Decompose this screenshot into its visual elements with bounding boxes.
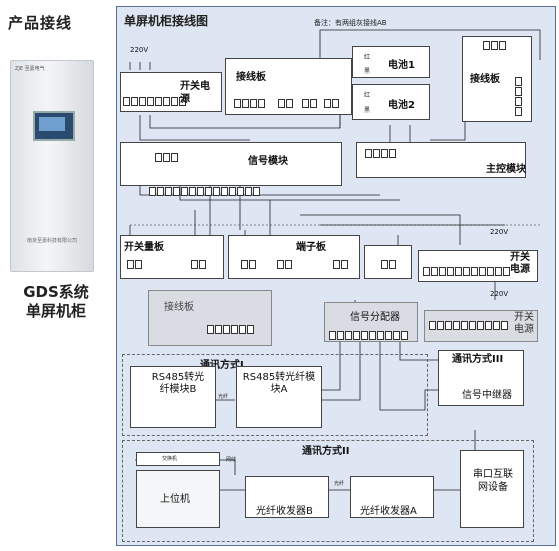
terminal-board-right: [462, 36, 532, 122]
switch-power-mid-label: 开关电源: [510, 252, 530, 275]
page-heading: 产品接线: [8, 14, 73, 32]
fiber-transceiver-b: [245, 476, 329, 518]
comm-mode-1-region: [122, 354, 428, 436]
switch-power-mid: [418, 250, 538, 282]
voltage-label-right: 220V: [490, 290, 509, 298]
comm-mode-2-region: [122, 440, 534, 542]
serial-server-label: 串口互联网设备: [473, 469, 513, 493]
switch-board-label: 开关量板: [124, 242, 164, 253]
terminal-board-top-label: 接线板: [236, 72, 266, 83]
battery-1-black-label: 黑: [364, 68, 371, 75]
cabinet-image: ZJE 至嘉电气 南京至嘉科技有限公司: [10, 60, 94, 272]
fiber-transceiver-a-label: 光纤收发器A: [360, 506, 417, 517]
terminal-strip: [228, 235, 360, 279]
signal-repeater-label: 信号中继器: [462, 390, 512, 401]
battery-2-label: 电池2: [388, 100, 415, 111]
rs485-module-b-label: RS485转光纤模块B: [151, 372, 205, 395]
voltage-label-top: 220V: [130, 46, 149, 54]
rs485-module-b: [130, 366, 216, 428]
network-cable-label: 网线: [226, 457, 237, 463]
comm-mode-1-label: 通讯方式I: [200, 360, 244, 371]
switch-power-right: [424, 310, 538, 342]
host-pc: [136, 470, 220, 528]
switch-label: 交换机: [162, 456, 178, 462]
diagram-note: 备注：有两组灰接线AB: [314, 19, 387, 27]
battery-2-red-label: 红: [364, 92, 371, 99]
fiber-label-2: 光纤: [334, 481, 345, 487]
switch-power-right-label: 开关电源: [514, 312, 534, 335]
rs485-module-a: [236, 366, 322, 428]
fiber-label-1: 光纤: [218, 394, 229, 400]
system-label: GDS系统 单屏机柜: [10, 283, 102, 321]
comm-mode-2-label: 通讯方式II: [302, 446, 350, 457]
battery-1-red-label: 红: [364, 54, 371, 61]
fiber-transceiver-a: [350, 476, 434, 518]
switch-board: [120, 235, 224, 279]
cabinet-screen: [33, 111, 75, 141]
cabinet-footer-text: 南京至嘉科技有限公司: [26, 238, 77, 244]
host-pc-label: 上位机: [160, 494, 190, 505]
main-control-label: 主控模块: [486, 164, 526, 175]
voltage-label-mid: 220V: [490, 228, 509, 236]
system-label-line2: 单屏机柜: [25, 302, 86, 320]
terminal-board-right-label: 接线板: [470, 74, 500, 85]
main-control-module: [356, 142, 526, 178]
serial-server: [460, 450, 524, 528]
switch-power-top-label: 开关电源: [180, 81, 210, 105]
comm-mode-3-region: [438, 350, 524, 406]
signal-distributor-label: 信号分配器: [350, 312, 400, 323]
switch-power-top-terminals: [123, 97, 186, 106]
terminal-strip-24v: [364, 245, 412, 279]
signal-module: [120, 142, 342, 196]
product-panel: 产品接线 ZJE 至嘉电气 南京至嘉科技有限公司 GDS系统 单屏机柜: [0, 0, 112, 551]
terminal-board-gray: [148, 290, 272, 346]
cabinet-logo: ZJE 至嘉电气: [15, 66, 45, 72]
fiber-transceiver-b-label: 光纤收发器B: [256, 506, 313, 517]
rs485-module-a-label: RS485转光纤模块A: [242, 372, 316, 395]
terminal-board-gray-label: 接线板: [164, 302, 194, 313]
battery-1-label: 电池1: [388, 60, 415, 71]
switch-power-top: [120, 72, 222, 112]
terminal-board-top: [225, 58, 352, 115]
switch-device: [136, 452, 220, 466]
battery-2: [352, 84, 430, 120]
signal-distributor: [324, 302, 418, 342]
signal-module-label: 信号模块: [248, 156, 288, 167]
battery-1: [352, 46, 430, 78]
system-label-line1: GDS系统: [23, 283, 89, 301]
comm-mode-3-label: 通讯方式III: [452, 354, 504, 365]
terminal-strip-label: 端子板: [296, 242, 326, 253]
diagram-title: 单屏机柜接线图: [124, 14, 209, 28]
battery-2-black-label: 黑: [364, 107, 371, 114]
